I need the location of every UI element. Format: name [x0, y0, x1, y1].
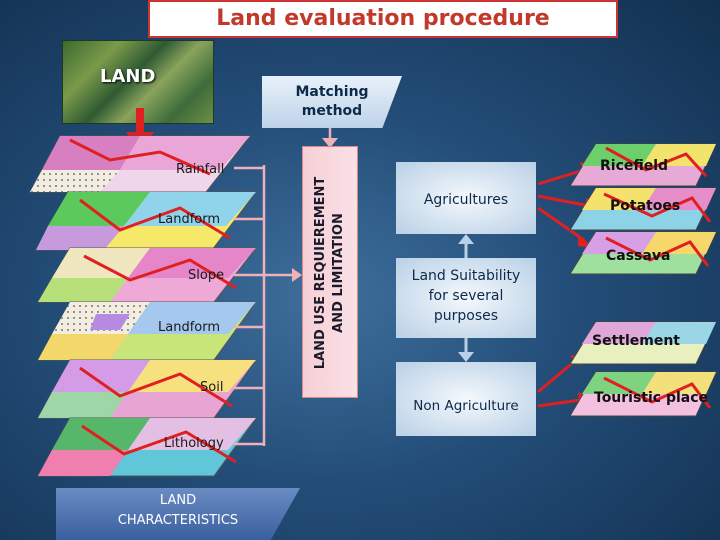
land-suitability-box: Land Suitability for several purposes	[396, 258, 536, 338]
slope-layer	[37, 247, 258, 303]
output-maps	[569, 143, 717, 417]
non-agriculture-label: Non Agriculture	[413, 398, 519, 414]
layer-label-landform: Landform	[158, 212, 221, 227]
matching-line-2: method	[301, 103, 363, 119]
layer-label-rainfall: Rainfall	[176, 162, 225, 177]
layer-label-lithology: Lithology	[164, 436, 224, 451]
page-title: Land evaluation procedure	[148, 0, 618, 38]
potatoes-map	[569, 187, 717, 231]
landform-2-layer	[37, 301, 257, 361]
matching-line-1: Matching	[295, 84, 369, 100]
agricultures-label: Agricultures	[423, 192, 509, 208]
land-characteristics-line-2: CHARACTERISTICS	[117, 513, 239, 528]
suitability-line-1: Land Suitability	[411, 268, 521, 284]
output-potatoes: Potatoes	[610, 198, 681, 214]
requirement-line-2: AND LIMITATION	[331, 213, 346, 333]
layer-label-landform-2: Landform	[158, 320, 221, 335]
touristic-map	[569, 371, 717, 417]
land-characteristics-box: LAND CHARACTERISTICS	[56, 488, 300, 540]
layer-label-soil: Soil	[200, 380, 224, 395]
map-layers	[29, 135, 258, 477]
rainfall-layer	[29, 135, 252, 193]
requirement-line-1: LAND USE REQUIEREMENT	[313, 176, 328, 370]
non-agriculture-box: Non Agriculture	[396, 362, 536, 436]
land-use-requirement-box: LAND USE REQUIEREMENT AND LIMITATION	[302, 146, 358, 398]
output-touristic-place: Touristic place	[594, 390, 709, 406]
settlement-map	[569, 321, 717, 365]
output-cassava: Cassava	[606, 248, 671, 264]
output-ricefield: Ricefield	[600, 158, 669, 174]
land-characteristics-line-1: LAND	[159, 493, 197, 508]
title-text: Land evaluation procedure	[216, 6, 550, 31]
lithology-layer	[37, 417, 257, 477]
land-label: LAND	[100, 66, 156, 87]
output-settlement: Settlement	[592, 333, 680, 349]
suitability-line-3: purposes	[433, 308, 499, 324]
layer-label-slope: Slope	[188, 268, 225, 283]
cassava-map	[569, 231, 717, 275]
ricefield-map	[569, 143, 717, 187]
landform-layer	[35, 191, 258, 251]
suitability-line-2: for several	[428, 288, 504, 304]
agricultures-box: Agricultures	[396, 162, 536, 234]
soil-layer	[37, 359, 257, 419]
matching-method-box: Matching method	[262, 76, 402, 128]
